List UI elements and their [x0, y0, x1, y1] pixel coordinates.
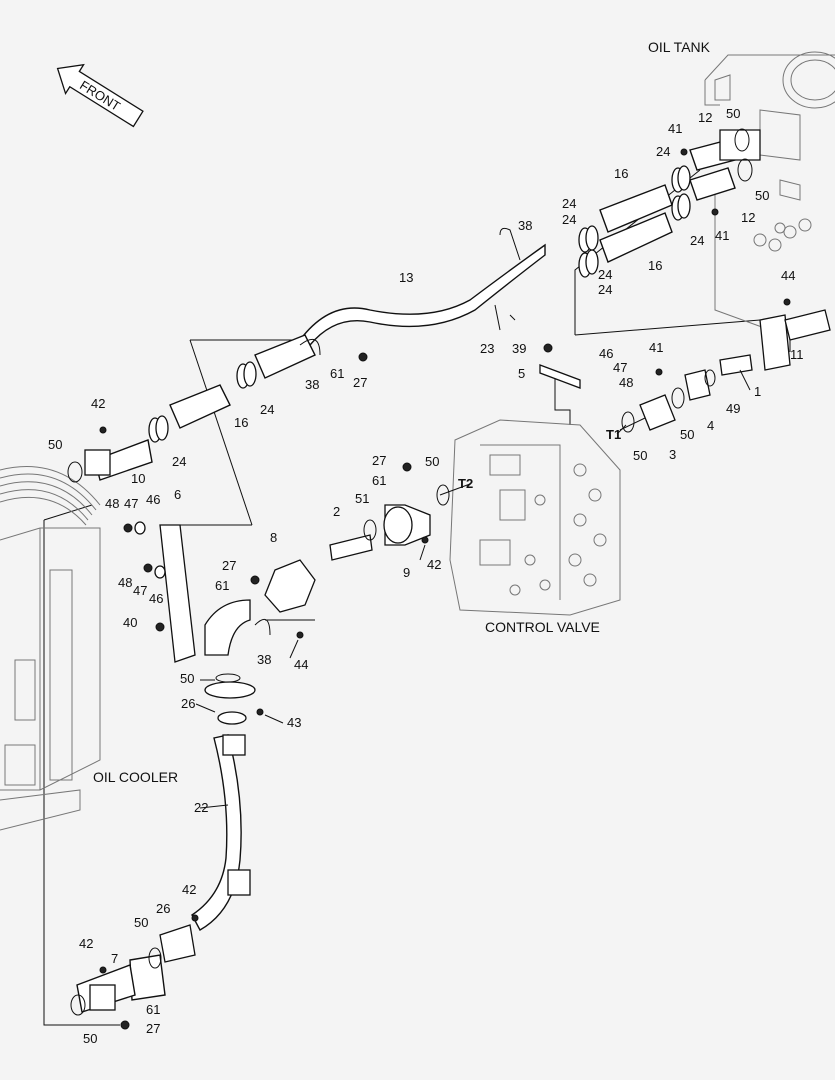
- callout: 24: [260, 402, 274, 417]
- callout: 61: [330, 366, 344, 381]
- callout: 46: [599, 346, 613, 361]
- callout: 61: [372, 473, 386, 488]
- port-t1-label: T1: [606, 427, 621, 442]
- callout: 50: [425, 454, 439, 469]
- callout: 38: [257, 652, 271, 667]
- fittings: [84, 129, 831, 1011]
- hose-clamps: [148, 165, 691, 443]
- callout: 46: [149, 591, 163, 606]
- callout: 38: [305, 377, 319, 392]
- callout: 4: [707, 418, 714, 433]
- oil-tank: [704, 51, 835, 331]
- callout: 41: [715, 228, 729, 243]
- control-valve: [449, 419, 621, 616]
- callout: 48: [619, 375, 633, 390]
- callout: 61: [146, 1002, 160, 1017]
- callouts: 41 12 50 24 16 50 12 24 24 41 24 24 38 1…: [48, 106, 804, 1046]
- callout: 47: [613, 360, 627, 375]
- callout: 42: [182, 882, 196, 897]
- callout: 24: [690, 233, 704, 248]
- callout: 50: [726, 106, 740, 121]
- callout: 50: [755, 188, 769, 203]
- callout: 7: [111, 951, 118, 966]
- callout: 44: [294, 657, 308, 672]
- callout: 38: [518, 218, 532, 233]
- callout: 50: [83, 1031, 97, 1046]
- callout: 61: [215, 578, 229, 593]
- callout: 24: [598, 282, 612, 297]
- callout: 42: [91, 396, 105, 411]
- callout: 27: [146, 1021, 160, 1036]
- callout: 3: [669, 447, 676, 462]
- callout: 11: [790, 347, 804, 362]
- fasteners: [99, 148, 791, 1030]
- callout: 26: [156, 901, 170, 916]
- callout: 39: [512, 341, 526, 356]
- callout: 51: [355, 491, 369, 506]
- oil-cooler-caption: OIL COOLER: [93, 769, 178, 785]
- front-arrow-icon: FRONT: [56, 63, 144, 128]
- callout: 23: [480, 341, 494, 356]
- o-rings: [67, 128, 753, 1016]
- callout: 9: [403, 565, 410, 580]
- port-t2-label: T2: [458, 476, 473, 491]
- callout: 6: [174, 487, 181, 502]
- callout: 27: [222, 558, 236, 573]
- callout: 42: [427, 557, 441, 572]
- callout: 12: [698, 110, 712, 125]
- callout: 47: [124, 496, 138, 511]
- callout: 46: [146, 492, 160, 507]
- callout-leaders: [195, 340, 791, 809]
- callout: 47: [133, 583, 147, 598]
- callout: 24: [562, 196, 576, 211]
- callout: 42: [79, 936, 93, 951]
- callout: 27: [353, 375, 367, 390]
- callout: 50: [48, 437, 62, 452]
- callout: 40: [123, 615, 137, 630]
- oil-tank-caption: OIL TANK: [648, 39, 711, 55]
- callout: 24: [598, 267, 612, 282]
- control-valve-caption: CONTROL VALVE: [485, 619, 600, 635]
- callout: 49: [726, 401, 740, 416]
- callout: 5: [518, 366, 525, 381]
- callout: 50: [180, 671, 194, 686]
- callout: 50: [633, 448, 647, 463]
- callout: 10: [131, 471, 145, 486]
- callout: 13: [399, 270, 413, 285]
- callout: 16: [234, 415, 248, 430]
- callout: 16: [648, 258, 662, 273]
- callout: 48: [118, 575, 132, 590]
- callout: 27: [372, 453, 386, 468]
- callout: 24: [656, 144, 670, 159]
- callout: 43: [287, 715, 301, 730]
- return-pipe: [298, 243, 546, 346]
- callout: 16: [614, 166, 628, 181]
- oil-cooler: [0, 466, 101, 831]
- guide-lines: [43, 169, 761, 1026]
- callout: 41: [649, 340, 663, 355]
- callout: 44: [781, 268, 795, 283]
- callout: 2: [333, 504, 340, 519]
- callout: 12: [741, 210, 755, 225]
- callout: 48: [105, 496, 119, 511]
- callout: 1: [754, 384, 761, 399]
- callout: 24: [562, 212, 576, 227]
- callout: 8: [270, 530, 277, 545]
- callout: 26: [181, 696, 195, 711]
- callout: 24: [172, 454, 186, 469]
- callout: 50: [680, 427, 694, 442]
- callout: 41: [668, 121, 682, 136]
- callout: 50: [134, 915, 148, 930]
